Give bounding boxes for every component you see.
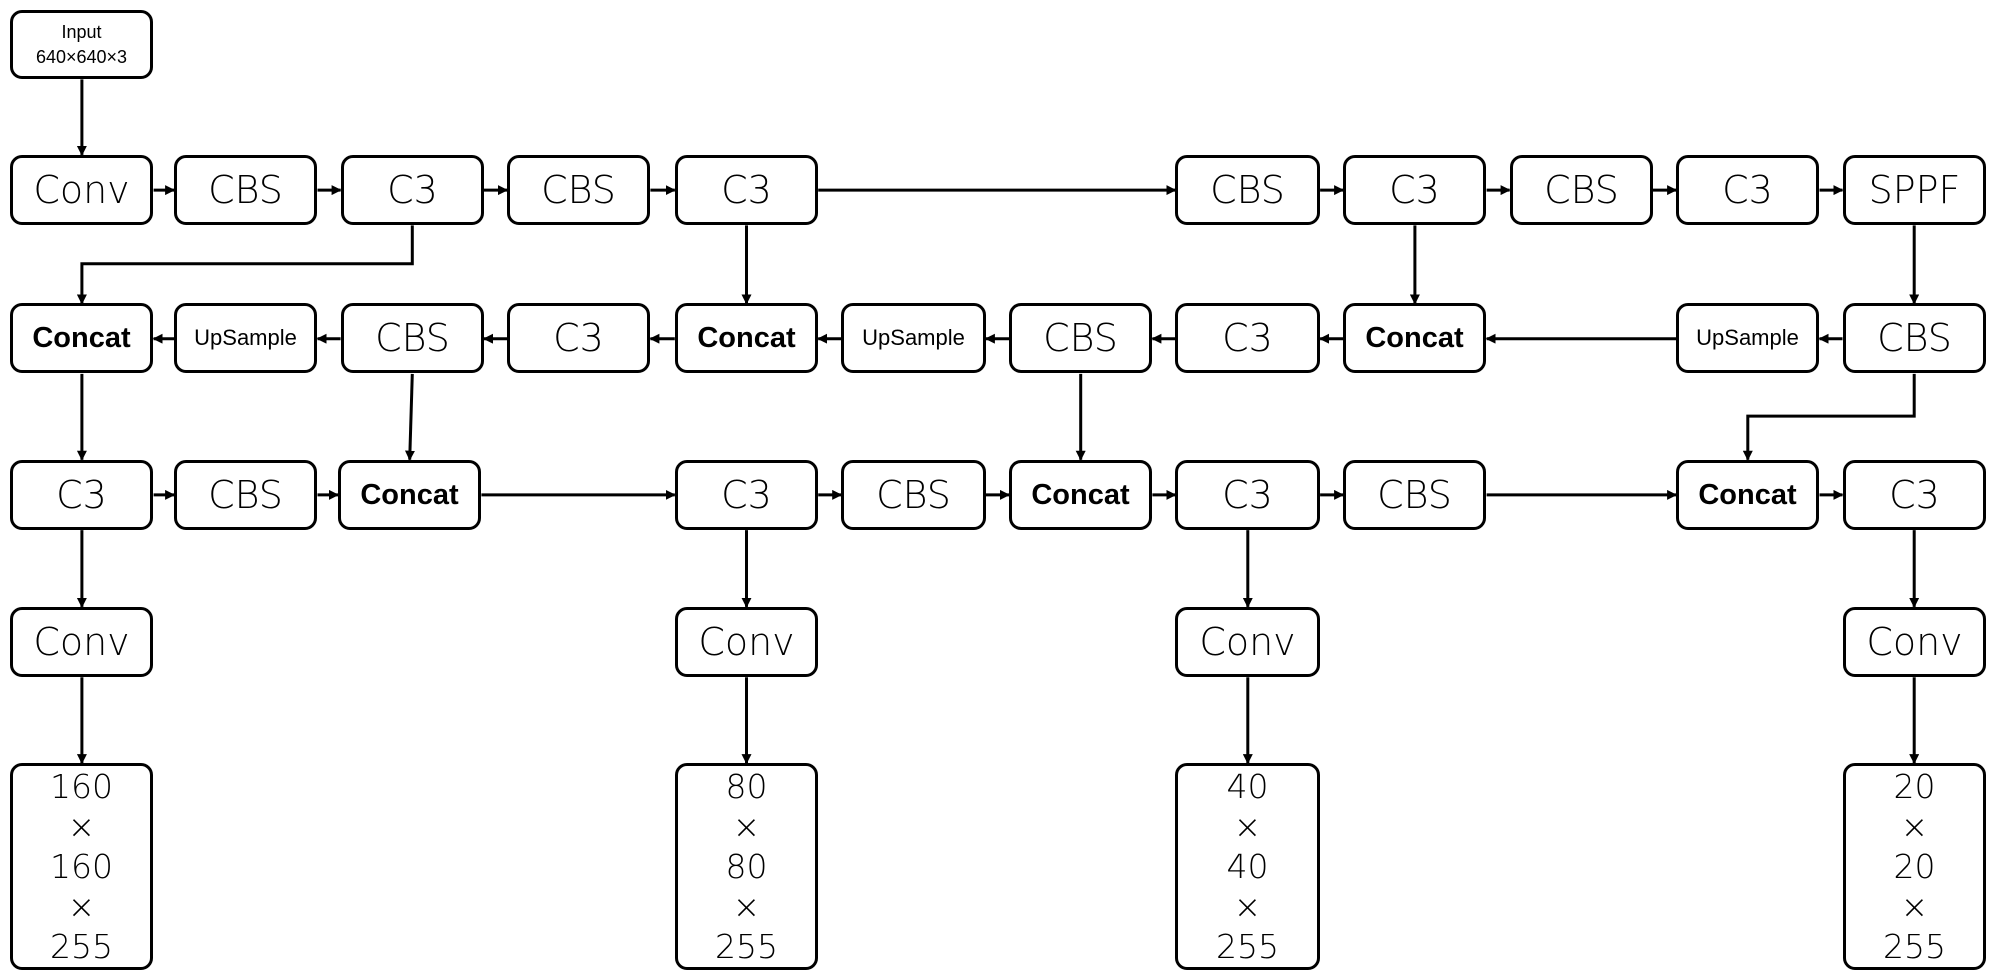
- node-label: Concat: [360, 478, 459, 511]
- neck-cbs-node-1: CBS: [341, 303, 484, 373]
- head-concat-node-1: Concat: [338, 460, 481, 530]
- upsample-node-1: UpSample: [174, 303, 317, 373]
- node-label: UpSample: [1696, 325, 1799, 350]
- neck-concat-node-2: Concat: [675, 303, 818, 373]
- node-label: Conv: [33, 168, 130, 212]
- node-label: Conv: [33, 620, 130, 664]
- node-label: CBS: [208, 473, 283, 517]
- neck-concat-node-3: Concat: [1343, 303, 1486, 373]
- input-node: Input 640×640×3: [10, 10, 153, 79]
- node-label: UpSample: [862, 325, 965, 350]
- detect-conv-node-3: Conv: [1175, 607, 1320, 677]
- edge-r2_cbs1-to-r3_concat1: [404, 373, 415, 461]
- backbone-c3-node-4: C3: [1676, 155, 1819, 225]
- sppf-node: SPPF: [1843, 155, 1986, 225]
- node-label: C3: [721, 473, 772, 517]
- head-c3-node-4: C3: [1843, 460, 1986, 530]
- node-label: 20 × 20 × 255: [1883, 766, 1946, 966]
- node-label: C3: [387, 168, 438, 212]
- output-node-3: 40 × 40 × 255: [1175, 763, 1320, 970]
- node-label: Conv: [698, 620, 795, 664]
- head-cbs-node-3: CBS: [1343, 460, 1486, 530]
- node-label: C3: [56, 473, 107, 517]
- detect-conv-node-1: Conv: [10, 607, 153, 677]
- node-label: CBS: [1877, 316, 1952, 360]
- output-node-4: 20 × 20 × 255: [1843, 763, 1986, 970]
- neck-cbs-node-3: CBS: [1843, 303, 1986, 373]
- node-label: CBS: [541, 168, 616, 212]
- node-label: SPPF: [1868, 168, 1961, 212]
- backbone-cbs-node-4: CBS: [1510, 155, 1653, 225]
- node-label: Concat: [1031, 478, 1130, 511]
- node-label: Conv: [1199, 620, 1296, 664]
- node-label: 160 × 160 × 255: [50, 766, 113, 966]
- upsample-node-3: UpSample: [1676, 303, 1819, 373]
- node-label: C3: [1222, 316, 1273, 360]
- backbone-cbs-node-2: CBS: [507, 155, 650, 225]
- head-concat-node-2: Concat: [1009, 460, 1152, 530]
- head-cbs-node-1: CBS: [174, 460, 317, 530]
- backbone-c3-node-1: C3: [341, 155, 484, 225]
- neck-c3-node-1: C3: [507, 303, 650, 373]
- backbone-conv-node: Conv: [10, 155, 153, 225]
- node-label: C3: [1722, 168, 1773, 212]
- node-label: CBS: [1544, 168, 1619, 212]
- node-label: C3: [1389, 168, 1440, 212]
- node-label: Conv: [1866, 620, 1963, 664]
- head-c3-node-2: C3: [675, 460, 818, 530]
- node-label: UpSample: [194, 325, 297, 350]
- node-label: C3: [721, 168, 772, 212]
- head-c3-node-1: C3: [10, 460, 153, 530]
- backbone-cbs-node-1: CBS: [174, 155, 317, 225]
- output-node-1: 160 × 160 × 255: [10, 763, 153, 970]
- upsample-node-2: UpSample: [841, 303, 986, 373]
- head-c3-node-3: C3: [1175, 460, 1320, 530]
- edge-r1_c3_1-to-r2_concat1: [76, 225, 414, 305]
- head-cbs-node-2: CBS: [841, 460, 986, 530]
- node-label: C3: [553, 316, 604, 360]
- detect-conv-node-4: Conv: [1843, 607, 1986, 677]
- node-label: C3: [1222, 473, 1273, 517]
- backbone-cbs-node-3: CBS: [1175, 155, 1320, 225]
- node-label: 40 × 40 × 255: [1216, 766, 1279, 966]
- head-concat-node-3: Concat: [1676, 460, 1819, 530]
- edge-r2_cbs3-to-r3_concat3: [1742, 373, 1916, 461]
- node-label: CBS: [375, 316, 450, 360]
- node-label: CBS: [1210, 168, 1285, 212]
- input-label: Input 640×640×3: [35, 21, 128, 67]
- node-label: CBS: [876, 473, 951, 517]
- node-label: C3: [1889, 473, 1940, 517]
- node-label: CBS: [1043, 316, 1118, 360]
- neck-concat-node-1: Concat: [10, 303, 153, 373]
- node-label: 80 × 80 × 255: [715, 766, 778, 966]
- node-label: Concat: [697, 321, 796, 354]
- neck-c3-node-2: C3: [1175, 303, 1320, 373]
- neck-cbs-node-2: CBS: [1009, 303, 1152, 373]
- node-label: CBS: [1377, 473, 1452, 517]
- node-label: CBS: [208, 168, 283, 212]
- node-label: Concat: [1365, 321, 1464, 354]
- backbone-c3-node-3: C3: [1343, 155, 1486, 225]
- backbone-c3-node-2: C3: [675, 155, 818, 225]
- detect-conv-node-2: Conv: [675, 607, 818, 677]
- output-node-2: 80 × 80 × 255: [675, 763, 818, 970]
- node-label: Concat: [32, 321, 131, 354]
- node-label: Concat: [1698, 478, 1797, 511]
